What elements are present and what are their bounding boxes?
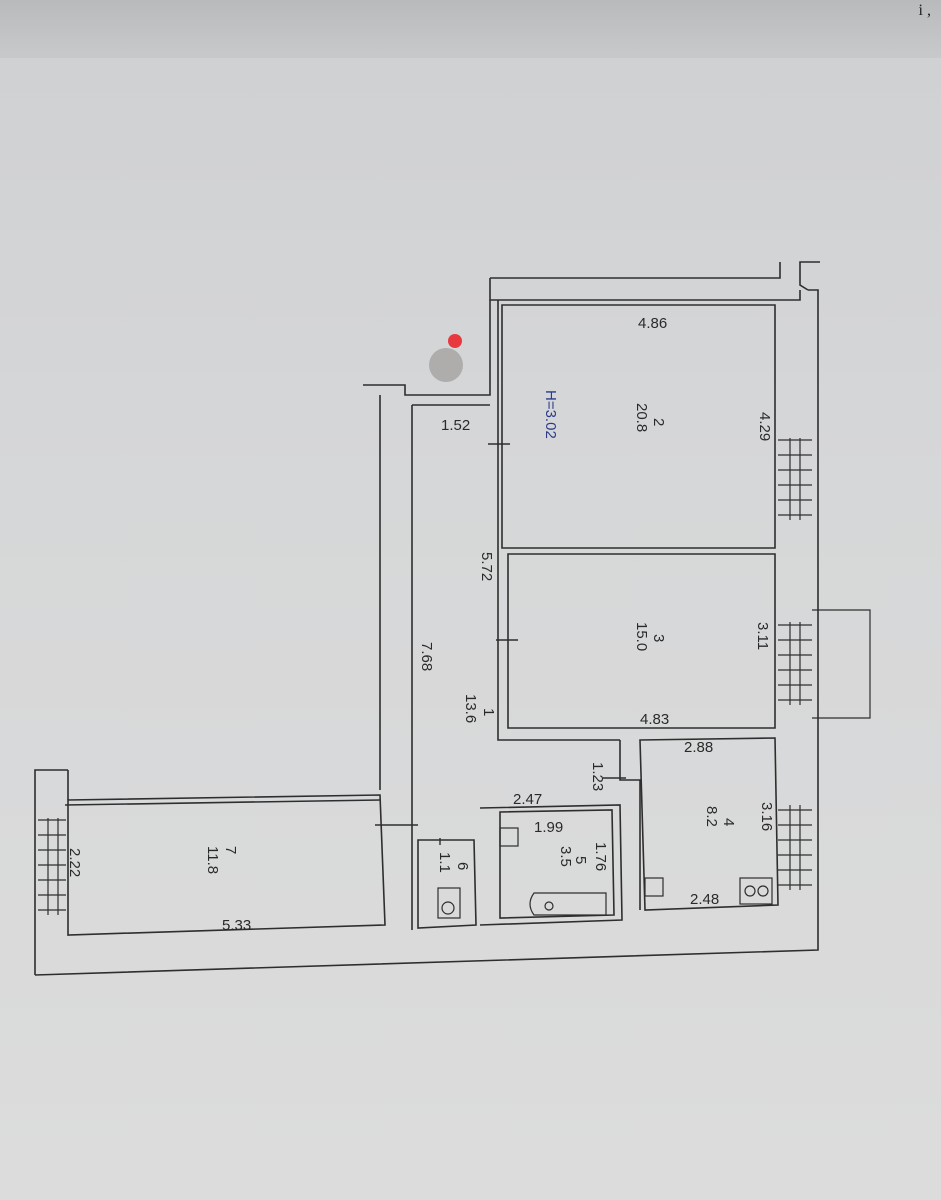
dim-1-76: 1.76 bbox=[592, 842, 609, 871]
outer-wall-left-top bbox=[34, 769, 68, 975]
room-5-outline bbox=[499, 809, 615, 919]
room-7-number: 7 bbox=[222, 846, 239, 854]
dim-2-47: 2.47 bbox=[513, 791, 542, 808]
windows bbox=[38, 438, 871, 915]
room-4-number: 4 bbox=[720, 818, 737, 826]
location-marker-icon bbox=[448, 334, 462, 348]
door-marks bbox=[375, 443, 626, 845]
window-room-3 bbox=[778, 622, 812, 705]
location-marker-halo-icon bbox=[429, 348, 463, 382]
bathtub-drain-icon bbox=[544, 901, 554, 911]
dim-2-48: 2.48 bbox=[690, 891, 719, 908]
dim-1-99: 1.99 bbox=[534, 819, 563, 836]
corner-mark: і , bbox=[918, 2, 931, 19]
dim-1-23: 1.23 bbox=[589, 762, 606, 791]
toilet-bowl-icon bbox=[441, 901, 455, 915]
room-3-area: 15.0 bbox=[633, 622, 650, 651]
dim-7-68: 7.68 bbox=[418, 642, 435, 671]
washbasin-icon bbox=[499, 827, 519, 847]
ceiling-height: H=3.02 bbox=[542, 390, 559, 439]
walls bbox=[34, 261, 820, 976]
corridor-right-wall bbox=[497, 300, 620, 741]
room-3-number: 3 bbox=[650, 634, 667, 642]
room-2-number: 2 bbox=[650, 418, 667, 426]
stove-burner-icon bbox=[757, 885, 769, 897]
outer-wall-bottom-right bbox=[34, 289, 819, 976]
dim-5-33: 5.33 bbox=[222, 917, 251, 934]
bathtub-icon bbox=[529, 892, 607, 916]
outer-wall-top-inner bbox=[489, 278, 801, 301]
dim-4-86: 4.86 bbox=[638, 315, 667, 332]
dim-2-22: 2.22 bbox=[66, 848, 83, 877]
room-4-left-wall bbox=[619, 740, 641, 910]
dim-3-16: 3.16 bbox=[758, 802, 775, 831]
dim-4-29: 4.29 bbox=[756, 412, 773, 441]
door-ticks bbox=[375, 443, 626, 845]
outer-wall-top-break bbox=[799, 261, 820, 291]
room-6-number: 6 bbox=[454, 862, 471, 870]
room-7-outline bbox=[67, 794, 386, 936]
stove-burner-icon bbox=[744, 885, 756, 897]
room-2-outline bbox=[501, 304, 776, 549]
window-room-4 bbox=[778, 805, 812, 890]
window-room-2 bbox=[778, 438, 812, 520]
room-7-top-inner bbox=[64, 799, 381, 806]
room-2-area: 20.8 bbox=[633, 403, 650, 432]
room-5-number: 5 bbox=[572, 856, 589, 864]
paper-edge-shadow bbox=[0, 0, 941, 58]
room-4-area: 8.2 bbox=[703, 806, 720, 827]
room-4-outline bbox=[639, 737, 779, 911]
toilet-icon bbox=[437, 887, 461, 919]
room-6-area: 1.1 bbox=[436, 852, 453, 873]
room-5-area: 3.5 bbox=[557, 846, 574, 867]
fixtures bbox=[437, 827, 773, 919]
stove-icon bbox=[739, 877, 773, 905]
dim-5-72: 5.72 bbox=[478, 552, 495, 581]
outer-wall-top bbox=[490, 262, 781, 279]
window-room-7 bbox=[38, 818, 66, 915]
room-5-outer bbox=[479, 804, 623, 926]
room-1-area: 13.6 bbox=[462, 694, 479, 723]
dim-2-88: 2.88 bbox=[684, 739, 713, 756]
balcony bbox=[812, 609, 871, 719]
dim-3-11: 3.11 bbox=[754, 622, 771, 650]
sink-icon bbox=[644, 877, 664, 897]
corridor-top-wall bbox=[363, 300, 491, 396]
room-3-outline bbox=[507, 553, 776, 729]
dim-1-52: 1.52 bbox=[441, 417, 470, 434]
room-1-number: 1 bbox=[480, 708, 497, 716]
room-7-area: 11.8 bbox=[204, 846, 221, 874]
dim-4-83: 4.83 bbox=[640, 711, 669, 728]
room-6-outline bbox=[417, 839, 477, 929]
